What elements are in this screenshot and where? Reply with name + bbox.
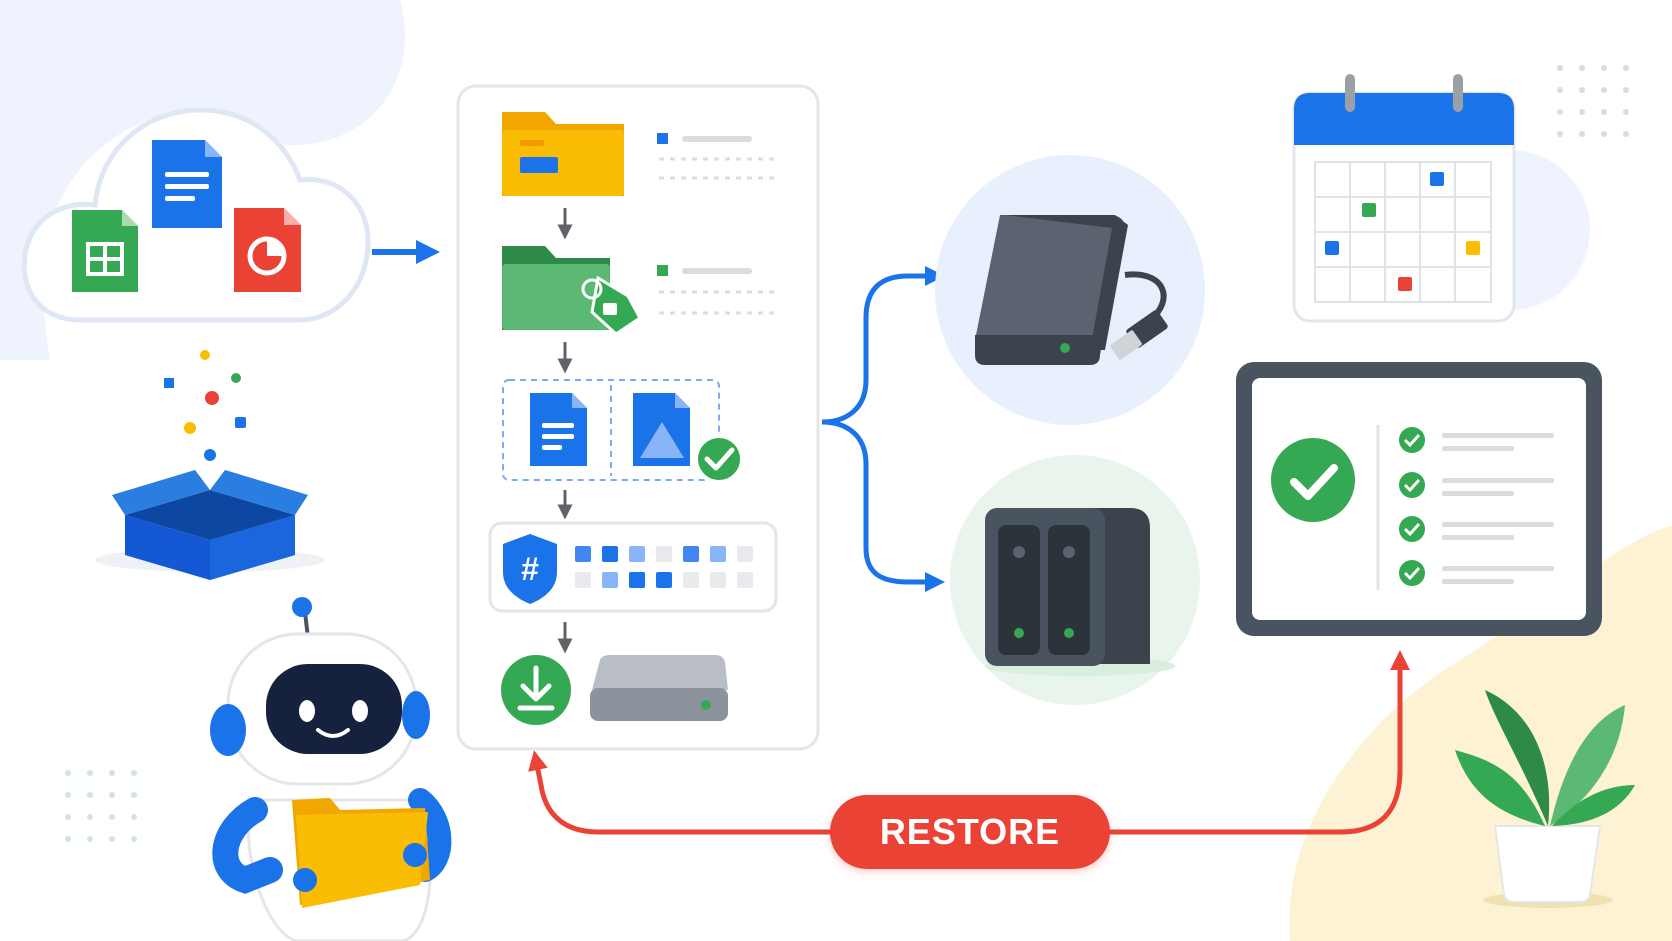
sheets-icon [72, 210, 138, 292]
slides-icon [234, 208, 301, 292]
nas-icon [985, 508, 1175, 676]
image-file-icon [633, 393, 690, 466]
verify-group [502, 379, 720, 481]
checklist [1399, 427, 1554, 586]
hash-card [488, 521, 778, 613]
open-box-icon [95, 470, 325, 580]
robot-folder-icon [292, 798, 430, 908]
confetti [164, 350, 246, 461]
plant-icon [1455, 690, 1635, 908]
doc-file-icon [530, 393, 587, 466]
locked-folder-icon [502, 246, 610, 330]
shield-hash-icon: # [503, 534, 557, 604]
svg-text:#: # [521, 551, 539, 587]
step2-lines [657, 265, 780, 315]
restore-path [528, 650, 1410, 835]
tag-icon [581, 275, 642, 336]
external-drive-icon [975, 215, 1128, 365]
calendar-icon [1292, 74, 1516, 323]
folder-icon [502, 112, 624, 196]
drive-icon [590, 655, 728, 721]
dot-grid-top-right [1557, 65, 1629, 137]
dot-grid-bottom-left [65, 770, 137, 842]
big-check-icon [1271, 438, 1355, 522]
step1-lines [657, 133, 780, 180]
usb-plug-icon [1110, 271, 1168, 360]
branch-arrows [821, 266, 945, 592]
docs-icon [152, 140, 222, 228]
check-icon [694, 434, 744, 484]
download-icon [501, 655, 571, 725]
restore-button[interactable]: RESTORE [830, 795, 1110, 869]
hash-blocks [575, 546, 753, 588]
